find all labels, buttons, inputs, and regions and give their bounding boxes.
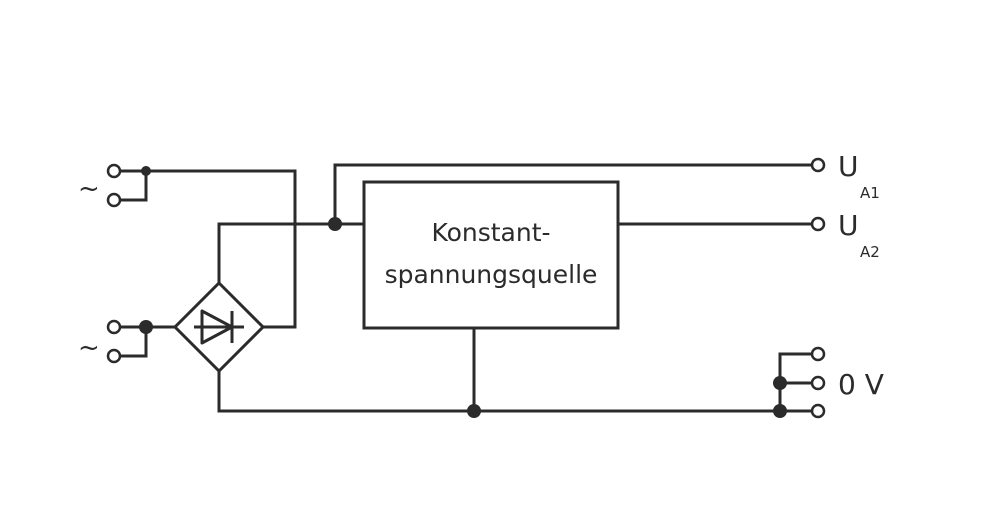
ground-terminal <box>810 375 826 391</box>
junction-dot <box>328 217 342 231</box>
output-terminal-ua2 <box>810 216 826 232</box>
ground-bus <box>778 352 814 413</box>
output-1-symbol: U <box>838 150 859 183</box>
ac-terminal <box>106 319 122 335</box>
ac-input-1-wire <box>118 169 297 329</box>
constant-voltage-source: Konstant- spannungsquelle <box>362 180 620 330</box>
ground-terminal <box>810 346 826 362</box>
ac-input-2-link <box>118 325 148 358</box>
output-ua1-wire <box>333 163 814 226</box>
ground-wire <box>217 369 814 413</box>
ac-terminal <box>106 348 122 364</box>
output-2-symbol: U <box>838 209 859 242</box>
output-2-subscript: A2 <box>860 243 880 261</box>
ac-input-1-link <box>118 169 148 202</box>
ground-terminal <box>810 403 826 419</box>
rectifier-plus-wire <box>217 222 366 285</box>
output-terminal-ua1 <box>810 157 826 173</box>
ac-terminal <box>106 163 122 179</box>
junctions <box>139 166 787 418</box>
junction-dot <box>467 404 481 418</box>
diode-icon <box>194 309 244 345</box>
junction-dot <box>773 376 787 390</box>
ground-label: 0 V <box>838 368 884 401</box>
output-1-subscript: A1 <box>860 184 880 202</box>
junction-dot <box>141 166 151 176</box>
box-label-line1: Konstant- <box>431 218 550 247</box>
ac-terminal <box>106 192 122 208</box>
ac-input-2-label: ~ <box>78 333 100 363</box>
junction-dot <box>139 320 153 334</box>
ac-input-1-label: ~ <box>78 174 100 204</box>
terminals <box>106 157 826 419</box>
bridge-rectifier-icon <box>172 280 266 374</box>
box-label-line2: spannungsquelle <box>385 260 598 289</box>
junction-dot <box>773 404 787 418</box>
